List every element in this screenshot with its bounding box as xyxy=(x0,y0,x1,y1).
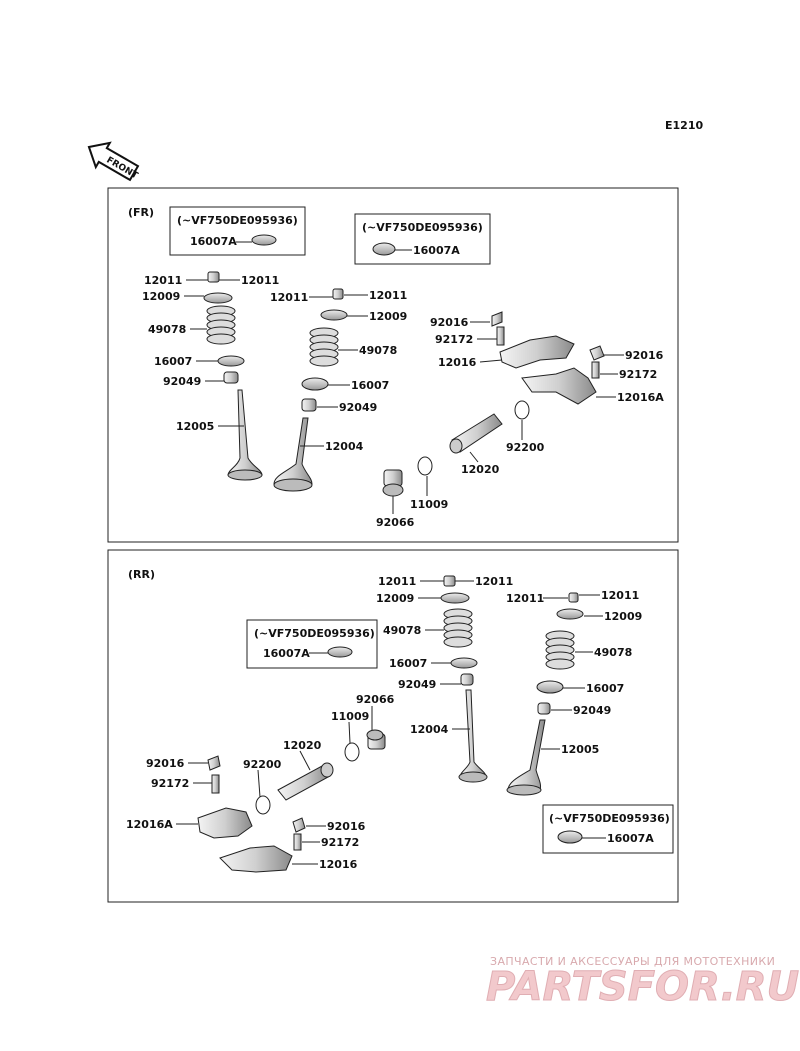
part-label: 12020 xyxy=(283,739,322,752)
part-label: 12011 xyxy=(270,291,308,304)
part-label: 12016A xyxy=(617,391,664,404)
part-label: 92016 xyxy=(625,349,664,362)
watermark: ЗАПЧАСТИ И АКСЕССУАРЫ ДЛЯ МОТОТЕХНИКИ PA… xyxy=(486,955,800,1011)
part-label: 49078 xyxy=(359,344,397,357)
rr-valve-assembly-center xyxy=(440,575,488,783)
note-part: 16007A xyxy=(413,244,460,257)
fr-note-2: (~VF750DE095936) 16007A xyxy=(354,213,491,265)
part-label: 92049 xyxy=(339,401,377,414)
note-part: 16007A xyxy=(607,832,654,845)
note-serial: (~VF750DE095936) xyxy=(254,627,375,640)
part-label: 12009 xyxy=(369,310,407,323)
rr-valve-assembly-right xyxy=(506,592,584,796)
part-label: 92016 xyxy=(430,316,469,329)
fr-section: (FR) (~VF750DE095936) 16007A (~VF750DE09… xyxy=(107,187,679,543)
part-label: 92049 xyxy=(163,375,201,388)
fr-note-1: (~VF750DE095936) 16007A xyxy=(169,206,306,256)
part-label: 16007 xyxy=(389,657,427,670)
front-arrow-icon: FRONT xyxy=(87,141,140,182)
rr-note-1: (~VF750DE095936) 16007A xyxy=(246,619,378,669)
part-label: 12020 xyxy=(461,463,500,476)
part-label: 12011 xyxy=(241,274,279,287)
part-label: 12011 xyxy=(144,274,182,287)
part-label: 12005 xyxy=(561,743,599,756)
diagram-code: E1210 xyxy=(665,119,703,132)
fr-frame xyxy=(107,187,679,543)
rr-section-label: (RR) xyxy=(128,568,155,581)
rr-note-2: (~VF750DE095936) 16007A xyxy=(542,804,674,854)
part-label: 49078 xyxy=(148,323,186,336)
fr-section-label: (FR) xyxy=(128,206,154,219)
part-label: 12011 xyxy=(369,289,407,302)
note-serial: (~VF750DE095936) xyxy=(177,214,298,227)
part-label: 92172 xyxy=(321,836,359,849)
rr-rocker-assembly xyxy=(197,729,386,873)
note-part: 16007A xyxy=(263,647,310,660)
part-label: 49078 xyxy=(383,624,421,637)
part-label: 12004 xyxy=(410,723,449,736)
part-label: 12011 xyxy=(378,575,416,588)
part-label: 12009 xyxy=(376,592,414,605)
part-label: 12016 xyxy=(319,858,358,871)
part-label: 92200 xyxy=(243,758,282,771)
part-label: 12004 xyxy=(325,440,364,453)
part-label: 92172 xyxy=(619,368,657,381)
part-label: 12009 xyxy=(604,610,642,623)
rr-section: (RR) (~VF750DE095936) 16007A (~VF750DE09… xyxy=(107,549,679,903)
part-label: 92172 xyxy=(151,777,189,790)
part-label: 92200 xyxy=(506,441,545,454)
part-label: 12011 xyxy=(506,592,544,605)
note-part: 16007A xyxy=(190,235,237,248)
watermark-brand: PARTSFOR.RU xyxy=(486,964,799,1010)
part-label: 16007 xyxy=(154,355,192,368)
part-label: 16007 xyxy=(351,379,389,392)
part-label: 16007 xyxy=(586,682,624,695)
part-label: 92066 xyxy=(376,516,415,529)
part-label: 11009 xyxy=(331,710,369,723)
fr-rocker-assembly xyxy=(382,311,605,497)
part-label: 11009 xyxy=(410,498,448,511)
part-label: 12011 xyxy=(601,589,639,602)
part-label: 12009 xyxy=(142,290,180,303)
part-label: 12016 xyxy=(438,356,477,369)
part-label: 92016 xyxy=(327,820,366,833)
note-serial: (~VF750DE095936) xyxy=(362,221,483,234)
part-label: 92049 xyxy=(573,704,611,717)
part-label: 12011 xyxy=(475,575,513,588)
part-label: 12016A xyxy=(126,818,173,831)
note-serial: (~VF750DE095936) xyxy=(549,812,670,825)
part-label: 92049 xyxy=(398,678,436,691)
fr-valve-assembly-center xyxy=(273,288,348,492)
part-label: 49078 xyxy=(594,646,632,659)
rr-frame xyxy=(107,549,679,903)
part-label: 12005 xyxy=(176,420,214,433)
watermark-tagline: ЗАПЧАСТИ И АКСЕССУАРЫ ДЛЯ МОТОТЕХНИКИ xyxy=(490,955,775,968)
part-label: 92016 xyxy=(146,757,185,770)
part-label: 92172 xyxy=(435,333,473,346)
fr-valve-assembly-left xyxy=(203,271,263,481)
part-label: 92066 xyxy=(356,693,395,706)
